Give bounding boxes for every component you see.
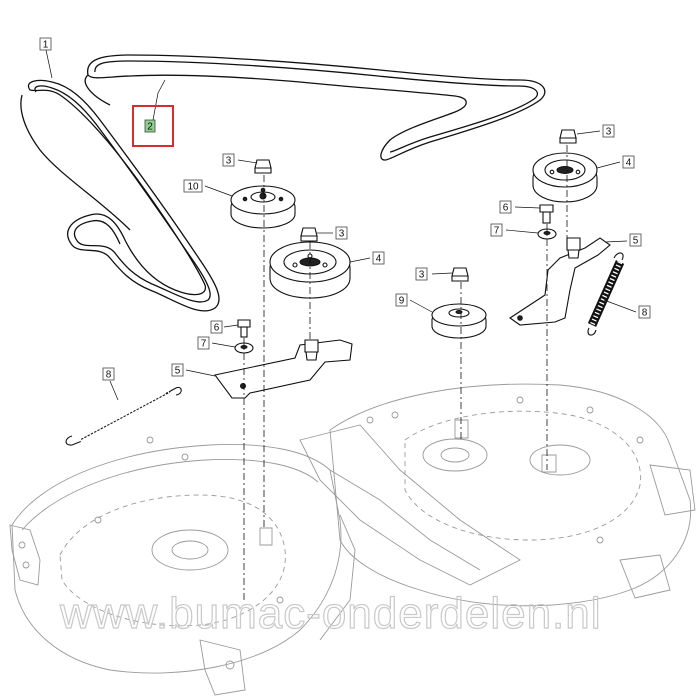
svg-text:4: 4: [376, 254, 382, 265]
belt-1: [20, 79, 220, 312]
svg-text:6: 6: [214, 323, 220, 334]
callout-3-nut-idler-right: 3: [415, 267, 428, 281]
bolt-6-right: [539, 204, 554, 224]
svg-text:8: 8: [106, 370, 112, 381]
svg-text:3: 3: [339, 229, 345, 240]
svg-text:5: 5: [175, 366, 181, 377]
svg-text:9: 9: [399, 296, 405, 307]
spring-8-right: [587, 252, 625, 336]
nut-3-center: [300, 227, 318, 242]
svg-text:7: 7: [494, 226, 500, 237]
callout-7-washer-left: 7: [197, 336, 210, 350]
nut-3-right: [559, 129, 577, 144]
svg-text:4: 4: [626, 158, 632, 169]
svg-text:3: 3: [419, 270, 425, 281]
callout-5-arm-left: 5: [171, 363, 184, 377]
callout-3-nut-center: 3: [335, 226, 348, 240]
svg-text:8: 8: [642, 308, 648, 319]
svg-text:10: 10: [187, 182, 199, 193]
svg-text:6: 6: [503, 203, 509, 214]
callout-4-pulley-center: 4: [372, 251, 385, 265]
idler-arm-5-right: [509, 237, 611, 326]
callout-10-idler: 10: [183, 179, 203, 193]
callout-leaders: [45, 49, 637, 401]
callout-9-idler: 9: [395, 293, 408, 307]
svg-text:3: 3: [606, 127, 612, 138]
svg-text:2: 2: [147, 122, 153, 133]
svg-text:5: 5: [633, 236, 639, 247]
callout-4-pulley-right: 4: [622, 155, 635, 169]
nut-3-idler-right: [451, 267, 469, 282]
callout-2-belt-highlighted: 2: [132, 105, 174, 147]
idler-arm-5-left: [214, 339, 353, 399]
belt-2: [84, 54, 546, 161]
idler-pulley-10: [230, 185, 296, 229]
callout-3-nut-right: 3: [602, 124, 615, 138]
nut-3-left: [254, 159, 272, 174]
callout-6-bolt-right: 6: [499, 200, 512, 214]
assembly-axes: [243, 145, 568, 600]
idler-pulley-9: [431, 303, 487, 339]
callout-1-belt: 1: [39, 37, 52, 51]
mower-deck: [9, 383, 696, 696]
callout-6-bolt-left: 6: [210, 320, 223, 334]
spring-8-left: [65, 386, 182, 446]
svg-text:3: 3: [226, 156, 232, 167]
bolt-6-left: [237, 319, 251, 338]
svg-text:1: 1: [43, 40, 49, 51]
callout-8-spring-right: 8: [638, 305, 651, 319]
callout-8-spring-left: 8: [102, 367, 115, 381]
watermark-text: www.bumac-onderdelen.nl: [59, 589, 602, 638]
callout-5-arm-right: 5: [629, 233, 642, 247]
callout-7-washer-right: 7: [490, 223, 503, 237]
svg-text:7: 7: [201, 339, 207, 350]
callout-3-nut-left: 3: [222, 153, 235, 167]
pulley-4-right: [532, 152, 598, 203]
